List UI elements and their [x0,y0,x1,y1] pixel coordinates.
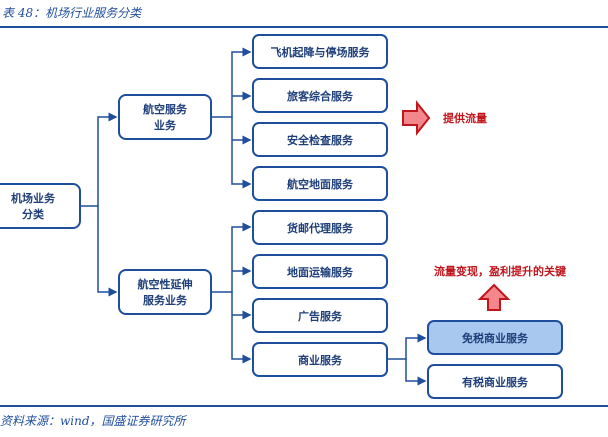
duty-paid-node: 有税商业服务 [427,364,563,399]
service-label: 货邮代理服务 [286,221,354,235]
category-label-line1: 航空服务 [143,102,188,116]
service-node: 旅客综合服务 [252,78,388,113]
service-node-commerce: 商业服务 [252,342,388,377]
red-up-arrow-icon [477,283,511,311]
category-label-line2: 业务 [154,118,177,132]
monetization-annotation: 流量变现，盈利提升的关键 [434,264,567,278]
duty-paid-label: 有税商业服务 [462,375,529,389]
category-node-aviation: 航空服务 业务 [118,94,212,140]
service-node: 安全检查服务 [252,122,388,157]
red-right-arrow-icon [402,100,431,136]
connector-commerce-dutyfree [386,333,427,360]
connector-root-cat2 [97,206,118,297]
service-label: 安全检查服务 [287,133,354,147]
connector-cat2-child4 [231,292,252,364]
root-node: 机场业务 分类 [0,183,81,229]
root-label-line1: 机场业务 [11,191,56,205]
service-node: 航空地面服务 [252,166,388,201]
source-note: 资料来源：wind，国盛证券研究所 [0,414,186,428]
traffic-annotation: 提供流量 [443,111,487,125]
service-node: 飞机起降与停场服务 [252,34,388,69]
figure-caption: 表 48：机场行业服务分类 [2,6,142,20]
category-label-line2: 服务业务 [143,293,188,307]
root-label-line2: 分类 [22,207,45,221]
connector-commerce-dutypaid [405,359,427,386]
top-rule [0,26,608,28]
service-label: 旅客综合服务 [287,89,354,103]
connector-cat1-child1 [211,47,252,118]
service-label: 地面运输服务 [287,265,354,279]
bottom-rule [0,405,608,407]
connector-cat2-child1 [211,222,252,293]
category-node-non-aviation: 航空性延伸 服务业务 [118,269,212,315]
connectors [80,47,427,386]
duty-free-label: 免税商业服务 [462,331,529,345]
service-label: 商业服务 [298,353,343,367]
connector-root-cat1 [80,112,118,207]
service-label: 广告服务 [298,309,343,323]
duty-free-node: 免税商业服务 [427,320,563,355]
category-label-line1: 航空性延伸 [138,277,193,291]
service-label: 航空地面服务 [287,177,354,191]
connector-cat1-child4 [231,117,252,189]
service-label: 飞机起降与停场服务 [271,45,371,59]
service-node: 广告服务 [252,298,388,333]
service-node: 货邮代理服务 [252,210,388,245]
service-node: 地面运输服务 [252,254,388,289]
